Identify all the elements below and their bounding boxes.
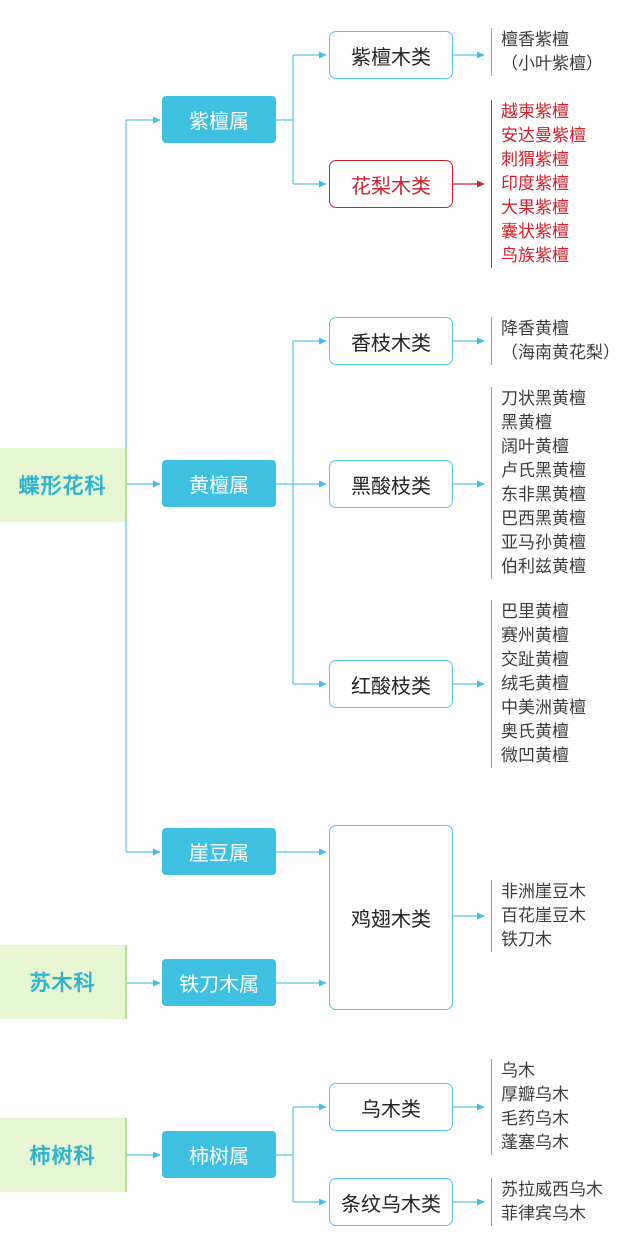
genus-yadoushu: 崖豆属 bbox=[162, 828, 276, 875]
species-item: 非洲崖豆木 bbox=[501, 882, 586, 902]
species-item: 大果紫檀 bbox=[501, 198, 569, 218]
class-hongsuanzhilei: 红酸枝类 bbox=[329, 660, 453, 708]
genus-label: 紫檀属 bbox=[189, 109, 249, 133]
species-item: 毛药乌木 bbox=[501, 1109, 569, 1129]
class-wumulei: 乌木类 bbox=[329, 1083, 453, 1131]
species-item: 越柬紫檀 bbox=[501, 102, 569, 122]
species-item: 降香黄檀 bbox=[501, 319, 569, 339]
species-item: 卢氏黑黄檀 bbox=[501, 461, 586, 481]
species-item: 囊状紫檀 bbox=[501, 222, 569, 242]
species-item: 鸟族紫檀 bbox=[501, 246, 569, 266]
species-list-hualimulei: 越柬紫檀 安达曼紫檀 刺猬紫檀 印度紫檀 大果紫檀 囊状紫檀 鸟族紫檀 bbox=[491, 100, 586, 268]
class-hualimulei: 花梨木类 bbox=[329, 160, 453, 208]
class-zitanmulei: 紫檀木类 bbox=[329, 31, 453, 79]
species-item: 厚瓣乌木 bbox=[501, 1085, 569, 1105]
species-item: 刺猬紫檀 bbox=[501, 150, 569, 170]
family-dieyinghuake: 蝶形花科 bbox=[0, 448, 127, 522]
genus-tiedaomushu: 铁刀木属 bbox=[162, 959, 276, 1006]
species-list-zitanmulei: 檀香紫檀 （小叶紫檀） bbox=[491, 28, 603, 76]
family-label: 柿树科 bbox=[29, 1144, 96, 1168]
genus-zitanshu: 紫檀属 bbox=[162, 96, 276, 143]
class-label: 花梨木类 bbox=[351, 173, 431, 198]
class-label: 香枝木类 bbox=[351, 330, 431, 355]
class-label: 红酸枝类 bbox=[351, 673, 431, 698]
species-list-tiaowenwumulei: 苏拉威西乌木 菲律宾乌木 bbox=[491, 1178, 603, 1226]
class-jichimulei: 鸡翅木类 bbox=[329, 825, 453, 1010]
genus-huangtanshu: 黄檀属 bbox=[162, 460, 276, 507]
class-label: 黑酸枝类 bbox=[351, 473, 431, 498]
species-item: 东非黑黄檀 bbox=[501, 485, 586, 505]
family-label: 蝶形花科 bbox=[18, 474, 107, 498]
genus-label: 铁刀木属 bbox=[179, 972, 259, 996]
class-label: 鸡翅木类 bbox=[351, 907, 431, 931]
species-list-jichimulei: 非洲崖豆木 百花崖豆木 铁刀木 bbox=[491, 880, 586, 952]
species-item: 刀状黑黄檀 bbox=[501, 389, 586, 409]
species-item: 微凹黄檀 bbox=[501, 746, 569, 766]
species-item: 印度紫檀 bbox=[501, 174, 569, 194]
species-item: 阔叶黄檀 bbox=[501, 437, 569, 457]
species-item: 黑黄檀 bbox=[501, 413, 552, 433]
species-item: 巴里黄檀 bbox=[501, 602, 569, 622]
genus-label: 柿树属 bbox=[189, 1144, 249, 1168]
species-item: 奥氏黄檀 bbox=[501, 722, 569, 742]
species-item: 交趾黄檀 bbox=[501, 650, 569, 670]
species-list-hongsuanzhilei: 巴里黄檀 赛州黄檀 交趾黄檀 绒毛黄檀 中美洲黄檀 奥氏黄檀 微凹黄檀 bbox=[491, 600, 586, 768]
species-item: 百花崖豆木 bbox=[501, 906, 586, 926]
species-item: 檀香紫檀 bbox=[501, 30, 569, 50]
species-item: 中美洲黄檀 bbox=[501, 698, 586, 718]
species-list-xiangzhimulei: 降香黄檀 （海南黄花梨） bbox=[491, 317, 620, 365]
species-list-wumulei: 乌木 厚瓣乌木 毛药乌木 蓬塞乌木 bbox=[491, 1059, 569, 1155]
genus-label: 崖豆属 bbox=[189, 841, 249, 865]
species-item: 苏拉威西乌木 bbox=[501, 1180, 603, 1200]
species-item: 绒毛黄檀 bbox=[501, 674, 569, 694]
species-item: （小叶紫檀） bbox=[501, 54, 603, 74]
species-item: 蓬塞乌木 bbox=[501, 1133, 569, 1153]
species-list-heisuanzhilei: 刀状黑黄檀 黑黄檀 阔叶黄檀 卢氏黑黄檀 东非黑黄檀 巴西黑黄檀 亚马孙黄檀 伯… bbox=[491, 387, 586, 579]
class-label: 乌木类 bbox=[361, 1096, 421, 1121]
family-label: 苏木科 bbox=[29, 971, 96, 995]
species-item: 安达曼紫檀 bbox=[501, 126, 586, 146]
genus-label: 黄檀属 bbox=[189, 473, 249, 497]
species-item: 赛州黄檀 bbox=[501, 626, 569, 646]
class-label: 条纹乌木类 bbox=[341, 1191, 441, 1216]
species-item: 乌木 bbox=[501, 1061, 535, 1081]
species-item: 伯利兹黄檀 bbox=[501, 557, 586, 577]
species-item: 亚马孙黄檀 bbox=[501, 533, 586, 553]
species-item: 铁刀木 bbox=[501, 930, 552, 950]
family-sumuke: 苏木科 bbox=[0, 945, 127, 1019]
class-xiangzhimulei: 香枝木类 bbox=[329, 317, 453, 365]
class-tiaowenwumulei: 条纹乌木类 bbox=[329, 1178, 453, 1226]
species-item: 巴西黑黄檀 bbox=[501, 509, 586, 529]
genus-shishushu: 柿树属 bbox=[162, 1131, 276, 1178]
class-label: 紫檀木类 bbox=[351, 44, 431, 69]
class-heisuanzhilei: 黑酸枝类 bbox=[329, 460, 453, 508]
family-shishuke: 柿树科 bbox=[0, 1118, 127, 1192]
species-item: 菲律宾乌木 bbox=[501, 1204, 586, 1224]
species-item: （海南黄花梨） bbox=[501, 343, 620, 363]
